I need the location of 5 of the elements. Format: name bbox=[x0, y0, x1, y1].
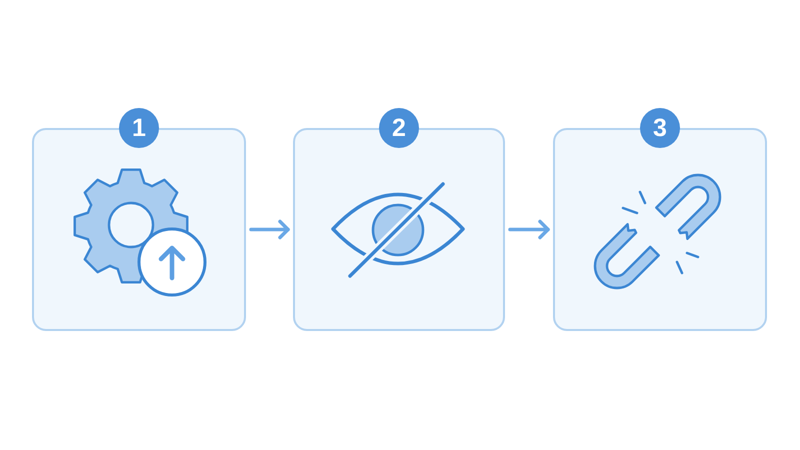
number-badge: 1 bbox=[119, 108, 159, 148]
arrow bbox=[508, 220, 550, 240]
number-badge: 3 bbox=[640, 108, 680, 148]
number-badge: 2 bbox=[379, 108, 419, 148]
arrow bbox=[249, 220, 290, 240]
